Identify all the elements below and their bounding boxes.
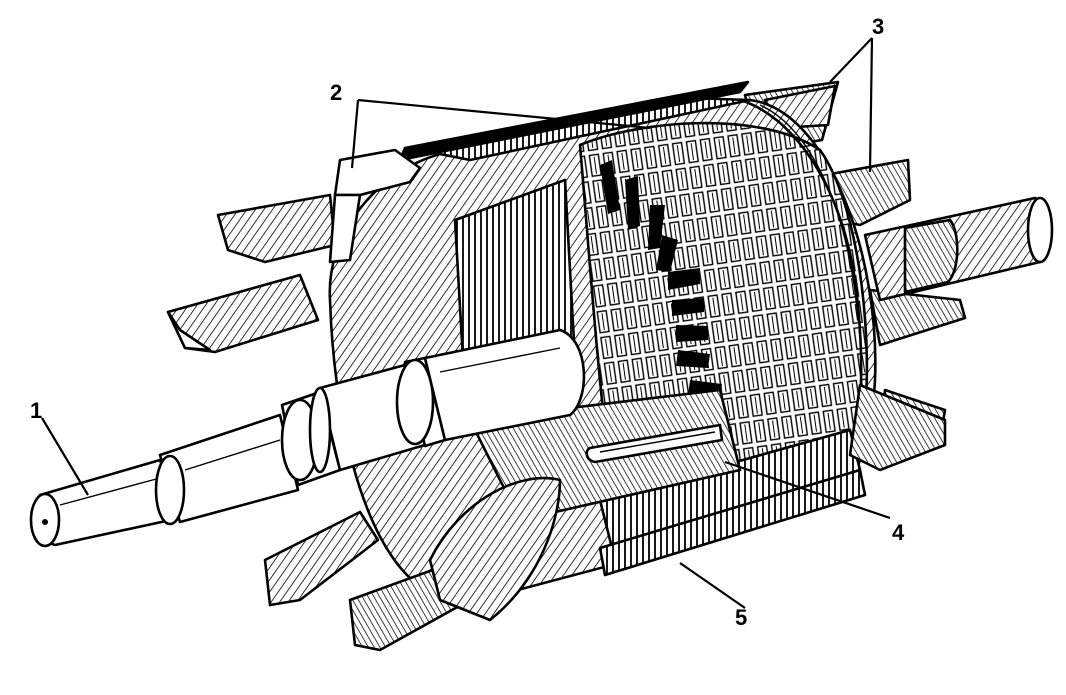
fan-blades-front [166, 148, 947, 652]
leader-2a [350, 99, 360, 169]
rotor-core [328, 80, 877, 603]
leader-3a [829, 37, 873, 83]
leader-4 [724, 460, 891, 520]
callout-label-5: 5 [735, 605, 747, 630]
shaft-key [585, 423, 724, 464]
callout-label-1: 1 [30, 398, 42, 423]
shaft-left [29, 328, 586, 548]
shaft-right-end [863, 196, 1054, 302]
leader-2b [357, 98, 651, 130]
callout-label-3: 3 [872, 14, 884, 39]
slot-keys [600, 160, 722, 398]
callout-labels: 1 2 3 4 5 [30, 14, 905, 630]
callout-label-2: 2 [330, 80, 342, 105]
leader-lines [41, 37, 891, 609]
leader-1 [41, 417, 89, 496]
leader-5 [679, 562, 746, 609]
callout-label-4: 4 [892, 520, 905, 545]
leader-3b [868, 37, 874, 173]
